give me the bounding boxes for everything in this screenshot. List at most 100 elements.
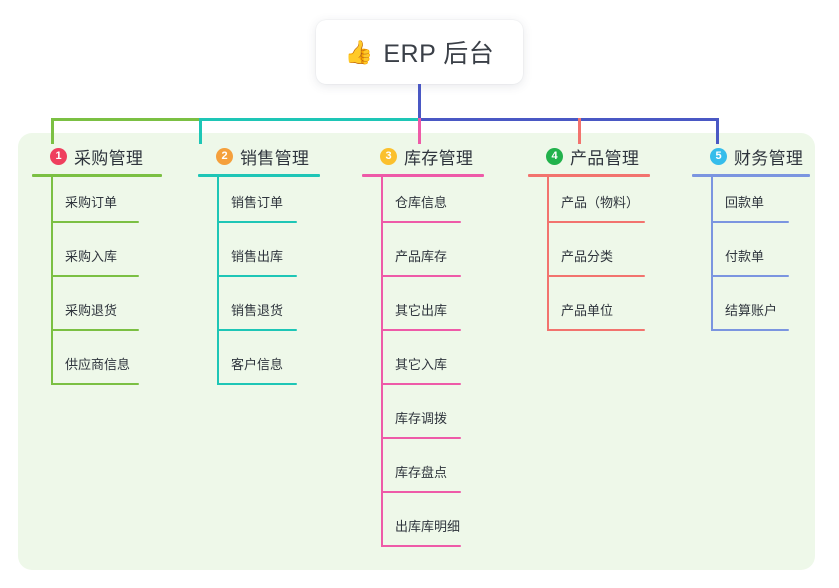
leaf-underline <box>381 383 461 385</box>
branch-label: 财务管理 <box>734 148 804 168</box>
branch-header-3[interactable]: 3 库存管理 <box>362 143 484 169</box>
leaf-label: 产品单位 <box>561 303 614 318</box>
leaf-item[interactable]: 销售订单 <box>198 177 320 231</box>
leaf-underline <box>711 221 789 223</box>
leaf-item[interactable]: 出库库明细 <box>362 501 484 555</box>
leaf-label: 产品分类 <box>561 249 614 264</box>
leaf-item[interactable]: 仓库信息 <box>362 177 484 231</box>
leaf-label: 采购订单 <box>65 195 118 210</box>
leaf-item[interactable]: 产品分类 <box>528 231 650 285</box>
leaf-item[interactable]: 付款单 <box>692 231 810 285</box>
branch-column-5: 5 财务管理回款单付款单结算账户 <box>692 143 810 339</box>
root-node[interactable]: 👍 ERP 后台 <box>316 20 523 84</box>
leaf-underline <box>381 329 461 331</box>
leaf-label: 产品库存 <box>395 249 448 264</box>
branch-label: 库存管理 <box>404 148 474 168</box>
leaf-underline <box>547 275 645 277</box>
branch-items-4: 产品（物料） 产品分类产品单位 <box>528 177 650 339</box>
drop-inventory <box>418 118 421 144</box>
leaf-item[interactable]: 产品库存 <box>362 231 484 285</box>
branch-label: 产品管理 <box>570 148 640 168</box>
leaf-label: 销售订单 <box>231 195 284 210</box>
leaf-label: 采购入库 <box>65 249 118 264</box>
leaf-label: 库存盘点 <box>395 465 448 480</box>
leaf-underline <box>217 221 297 223</box>
branch-underline-1 <box>32 174 162 177</box>
leaf-underline <box>51 221 139 223</box>
leaf-underline <box>381 275 461 277</box>
leaf-item[interactable]: 销售退货 <box>198 285 320 339</box>
leaf-underline <box>547 221 645 223</box>
leaf-item[interactable]: 其它出库 <box>362 285 484 339</box>
leaf-item[interactable]: 产品（物料） <box>528 177 650 231</box>
drop-finance <box>716 118 719 144</box>
leaf-item[interactable]: 库存调拨 <box>362 393 484 447</box>
branch-column-4: 4 产品管理产品（物料） 产品分类产品单位 <box>528 143 650 339</box>
leaf-item[interactable]: 采购退货 <box>32 285 162 339</box>
leaf-label: 库存调拨 <box>395 411 448 426</box>
leaf-underline <box>381 437 461 439</box>
branch-header-4[interactable]: 4 产品管理 <box>528 143 650 169</box>
branch-header-2[interactable]: 2 销售管理 <box>198 143 320 169</box>
leaf-underline <box>51 383 139 385</box>
branch-underline-5 <box>692 174 810 177</box>
leaf-label: 其它入库 <box>395 357 448 372</box>
branch-spine-2 <box>217 177 219 385</box>
branch-badge-2: 2 <box>216 147 233 165</box>
leaf-label: 结算账户 <box>725 303 778 318</box>
leaf-item[interactable]: 客户信息 <box>198 339 320 393</box>
leaf-label: 供应商信息 <box>65 357 131 372</box>
bar-segment-green <box>51 118 199 121</box>
branch-spine-1 <box>51 177 53 385</box>
leaf-label: 其它出库 <box>395 303 448 318</box>
branch-spine-4 <box>547 177 549 331</box>
leaf-label: 客户信息 <box>231 357 284 372</box>
leaf-label: 采购退货 <box>65 303 118 318</box>
root-title: ERP 后台 <box>383 40 495 68</box>
leaf-label: 销售退货 <box>231 303 284 318</box>
branch-label: 采购管理 <box>74 148 144 168</box>
branch-spine-5 <box>711 177 713 331</box>
leaf-label: 销售出库 <box>231 249 284 264</box>
leaf-item[interactable]: 回款单 <box>692 177 810 231</box>
leaf-underline <box>381 221 461 223</box>
bar-segment-teal <box>199 118 418 121</box>
drop-product <box>578 118 581 144</box>
leaf-underline <box>381 491 461 493</box>
leaf-item[interactable]: 库存盘点 <box>362 447 484 501</box>
branch-underline-3 <box>362 174 484 177</box>
branch-items-1: 采购订单采购入库采购退货供应商信息 <box>32 177 162 393</box>
branch-underline-4 <box>528 174 650 177</box>
branch-items-3: 仓库信息产品库存其它出库其它入库库存调拨库存盘点出库库明细 <box>362 177 484 555</box>
leaf-label: 付款单 <box>725 249 765 264</box>
leaf-underline <box>711 329 789 331</box>
leaf-item[interactable]: 结算账户 <box>692 285 810 339</box>
branches-panel <box>18 133 815 570</box>
drop-sales <box>199 118 202 144</box>
leaf-item[interactable]: 采购入库 <box>32 231 162 285</box>
leaf-underline <box>217 383 297 385</box>
leaf-item[interactable]: 其它入库 <box>362 339 484 393</box>
leaf-label: 出库库明细 <box>395 519 461 534</box>
branch-underline-2 <box>198 174 320 177</box>
branch-label: 销售管理 <box>240 148 310 168</box>
thumbs-up-emoji: 👍 <box>344 38 374 65</box>
leaf-item[interactable]: 产品单位 <box>528 285 650 339</box>
branch-badge-3: 3 <box>380 147 397 165</box>
leaf-underline <box>217 329 297 331</box>
leaf-underline <box>547 329 645 331</box>
branch-badge-4: 4 <box>546 147 563 165</box>
trunk-connector <box>418 84 421 118</box>
leaf-underline <box>217 275 297 277</box>
leaf-item[interactable]: 销售出库 <box>198 231 320 285</box>
leaf-underline <box>51 329 139 331</box>
leaf-item[interactable]: 采购订单 <box>32 177 162 231</box>
leaf-item[interactable]: 供应商信息 <box>32 339 162 393</box>
bar-segment-blue <box>418 118 718 121</box>
branch-badge-5: 5 <box>710 147 727 165</box>
leaf-underline <box>381 545 461 547</box>
branch-header-5[interactable]: 5 财务管理 <box>692 143 810 169</box>
